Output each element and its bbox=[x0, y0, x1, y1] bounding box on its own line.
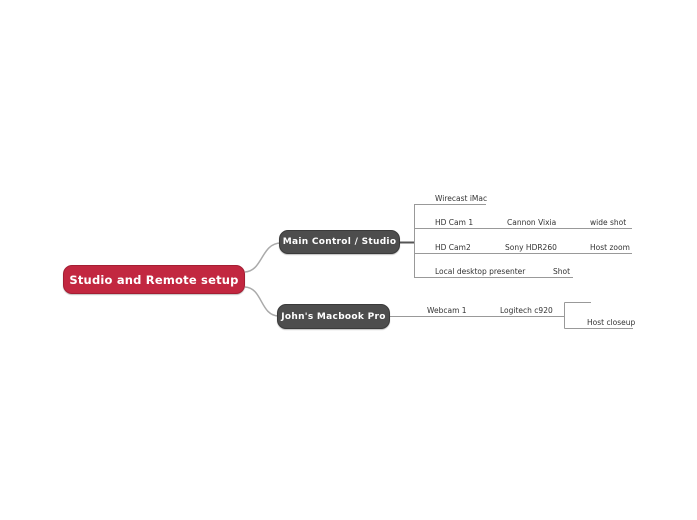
topic-wirecast-imac[interactable]: Wirecast iMac bbox=[435, 194, 488, 203]
branch-node-main-control-studio[interactable]: Main Control / Studio bbox=[279, 230, 400, 254]
curve-root-to-main-control bbox=[244, 242, 282, 273]
branch-node-johns-macbook-pro[interactable]: John's Macbook Pro bbox=[277, 304, 390, 329]
topic-host-closeup[interactable]: Host closeup bbox=[587, 318, 636, 327]
topic-host-zoom[interactable]: Host zoom bbox=[590, 243, 630, 252]
root-node-label: Studio and Remote setup bbox=[69, 272, 239, 287]
topic-local-desktop-presenter[interactable]: Local desktop presenter bbox=[435, 267, 526, 276]
empty-topic-node[interactable] bbox=[565, 295, 591, 303]
topic-wide-shot[interactable]: wide shot bbox=[590, 218, 627, 227]
topic-logitech-c920[interactable]: Logitech c920 bbox=[500, 306, 553, 315]
curve-root-to-macbook bbox=[244, 286, 280, 317]
root-node-studio-and-remote-setup[interactable]: Studio and Remote setup bbox=[63, 265, 245, 294]
topic-cannon-vixia[interactable]: Cannon Vixia bbox=[507, 218, 557, 227]
topic-sony-hdr260[interactable]: Sony HDR260 bbox=[505, 243, 557, 252]
topic-hd-cam-1[interactable]: HD Cam 1 bbox=[435, 218, 474, 227]
topic-webcam-1[interactable]: Webcam 1 bbox=[427, 306, 467, 315]
branch-node-label: John's Macbook Pro bbox=[281, 311, 386, 322]
topic-shot[interactable]: Shot bbox=[553, 267, 571, 276]
topic-hd-cam2[interactable]: HD Cam2 bbox=[435, 243, 471, 252]
branch-node-label: Main Control / Studio bbox=[282, 237, 397, 247]
